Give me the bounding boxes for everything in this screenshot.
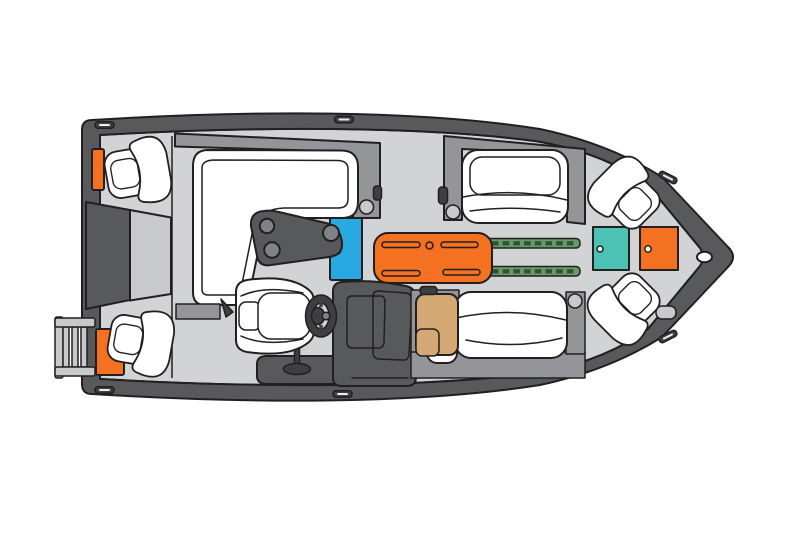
wheel-knob — [321, 311, 331, 321]
gunwale-slot — [333, 115, 355, 124]
teal-livewell — [592, 226, 630, 271]
cup-holder — [322, 224, 340, 242]
gunwale-slot — [94, 121, 115, 129]
orange-center-hatch — [373, 232, 493, 284]
gunwale-slot — [94, 386, 115, 394]
helm-console — [332, 280, 417, 387]
console-panel — [346, 295, 386, 349]
latch-ring — [596, 245, 604, 253]
hatch-slot — [442, 268, 481, 276]
storage-step — [175, 303, 221, 320]
steering-wheel — [304, 294, 338, 338]
hatch-slot — [381, 269, 421, 277]
latch — [437, 186, 449, 205]
cup-holder — [258, 217, 276, 235]
ladder-rail-top — [54, 317, 96, 328]
latch — [372, 185, 383, 201]
footrest-tab — [655, 305, 677, 320]
hatch-slot — [440, 241, 479, 249]
transom-engine-well — [85, 201, 131, 310]
round-fitting — [567, 293, 583, 309]
helm-seat — [235, 277, 316, 355]
orange-bow-hatch — [639, 226, 679, 271]
latch-ring — [425, 241, 434, 250]
cooler-handle — [419, 285, 438, 296]
ladder-rung — [80, 326, 88, 368]
latch-ring — [644, 245, 652, 253]
engine-well-panel — [129, 209, 172, 302]
step-latch — [220, 298, 234, 318]
orange-seat-pad-top — [91, 148, 105, 191]
boarding-ladder — [54, 316, 96, 379]
starboard-bench-cushion — [461, 149, 569, 224]
round-fitting — [445, 204, 461, 220]
rod-storage-strips — [485, 237, 581, 277]
cup-holder — [263, 241, 281, 259]
gunwale-slot — [332, 390, 353, 398]
hatch-slot — [381, 241, 421, 249]
round-fitting — [358, 199, 375, 215]
bow-light — [696, 250, 713, 264]
tan-cooler — [415, 285, 459, 357]
ladder-rung — [71, 326, 79, 368]
ladder-rail-bottom — [54, 366, 96, 377]
cockpit-table — [249, 209, 344, 267]
ladder-rung — [62, 326, 70, 368]
